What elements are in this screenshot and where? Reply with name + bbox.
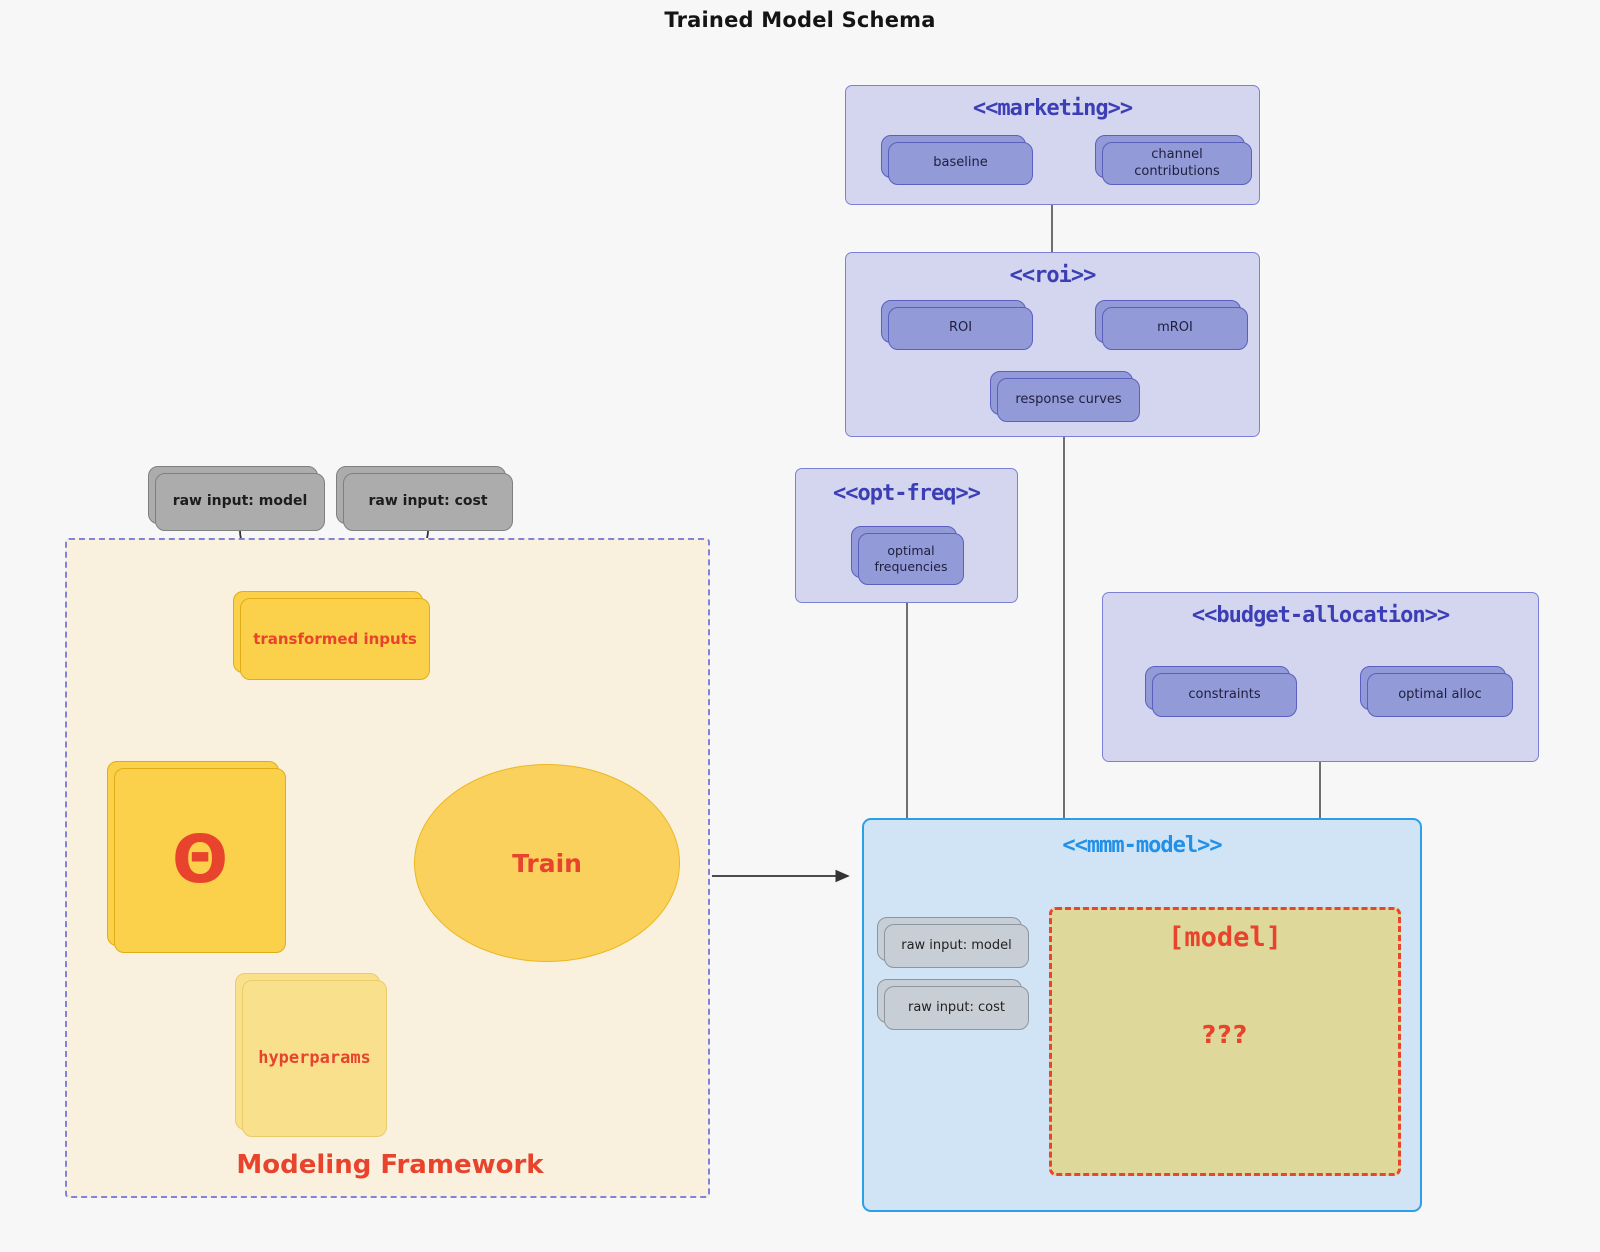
node-mmm-raw-input-model: raw input: model xyxy=(877,917,1029,968)
model-unknown-label: ??? xyxy=(1201,1020,1249,1049)
node-transformed-inputs-label: transformed inputs xyxy=(240,598,430,680)
node-hyperparams: hyperparams xyxy=(235,973,387,1137)
node-baseline-label: baseline xyxy=(888,142,1033,185)
node-raw-input-cost-label: raw input: cost xyxy=(343,473,513,531)
node-mmm-raw-input-cost: raw input: cost xyxy=(877,979,1029,1030)
node-train: Train xyxy=(414,764,680,962)
cluster-mmm-model-title: <<mmm-model>> xyxy=(1062,833,1222,858)
node-optimal-frequencies-label: optimal frequencies xyxy=(858,533,964,585)
cluster-opt-freq-title: <<opt-freq>> xyxy=(833,481,981,506)
node-theta: Θ xyxy=(107,761,286,953)
node-channel-contributions: channel contributions xyxy=(1095,135,1252,185)
model-placeholder-label: [model] xyxy=(1168,922,1282,953)
node-constraints-label: constraints xyxy=(1152,673,1297,717)
node-mroi: mROI xyxy=(1095,300,1248,350)
node-optimal-alloc: optimal alloc xyxy=(1360,666,1513,717)
node-theta-label: Θ xyxy=(114,768,286,953)
cluster-budget-allocation-title: <<budget-allocation>> xyxy=(1191,603,1450,628)
node-response-curves: response curves xyxy=(990,371,1140,422)
cluster-marketing-title: <<marketing>> xyxy=(972,96,1133,121)
modeling-framework-label: Modeling Framework xyxy=(236,1150,544,1180)
model-placeholder-box: [model] ??? xyxy=(1049,907,1401,1176)
node-optimal-frequencies: optimal frequencies xyxy=(851,526,964,585)
cluster-roi-title: <<roi>> xyxy=(1009,263,1097,288)
page-title: Trained Model Schema xyxy=(664,8,936,32)
node-raw-input-model-label: raw input: model xyxy=(155,473,325,531)
node-constraints: constraints xyxy=(1145,666,1297,717)
node-train-label: Train xyxy=(512,848,582,878)
node-optimal-alloc-label: optimal alloc xyxy=(1367,673,1513,717)
node-baseline: baseline xyxy=(881,135,1033,185)
cluster-mmm-model: <<mmm-model>> [model] ??? xyxy=(862,818,1422,1212)
node-raw-input-cost: raw input: cost xyxy=(336,466,513,531)
node-hyperparams-label: hyperparams xyxy=(242,980,387,1137)
node-transformed-inputs: transformed inputs xyxy=(233,591,430,680)
node-channel-contributions-label: channel contributions xyxy=(1102,142,1252,185)
node-roi: ROI xyxy=(881,300,1033,350)
node-roi-label: ROI xyxy=(888,307,1033,350)
node-mroi-label: mROI xyxy=(1102,307,1248,350)
node-response-curves-label: response curves xyxy=(997,378,1140,422)
node-mmm-raw-input-cost-label: raw input: cost xyxy=(884,986,1029,1030)
node-raw-input-model: raw input: model xyxy=(148,466,325,531)
node-mmm-raw-input-model-label: raw input: model xyxy=(884,924,1029,968)
